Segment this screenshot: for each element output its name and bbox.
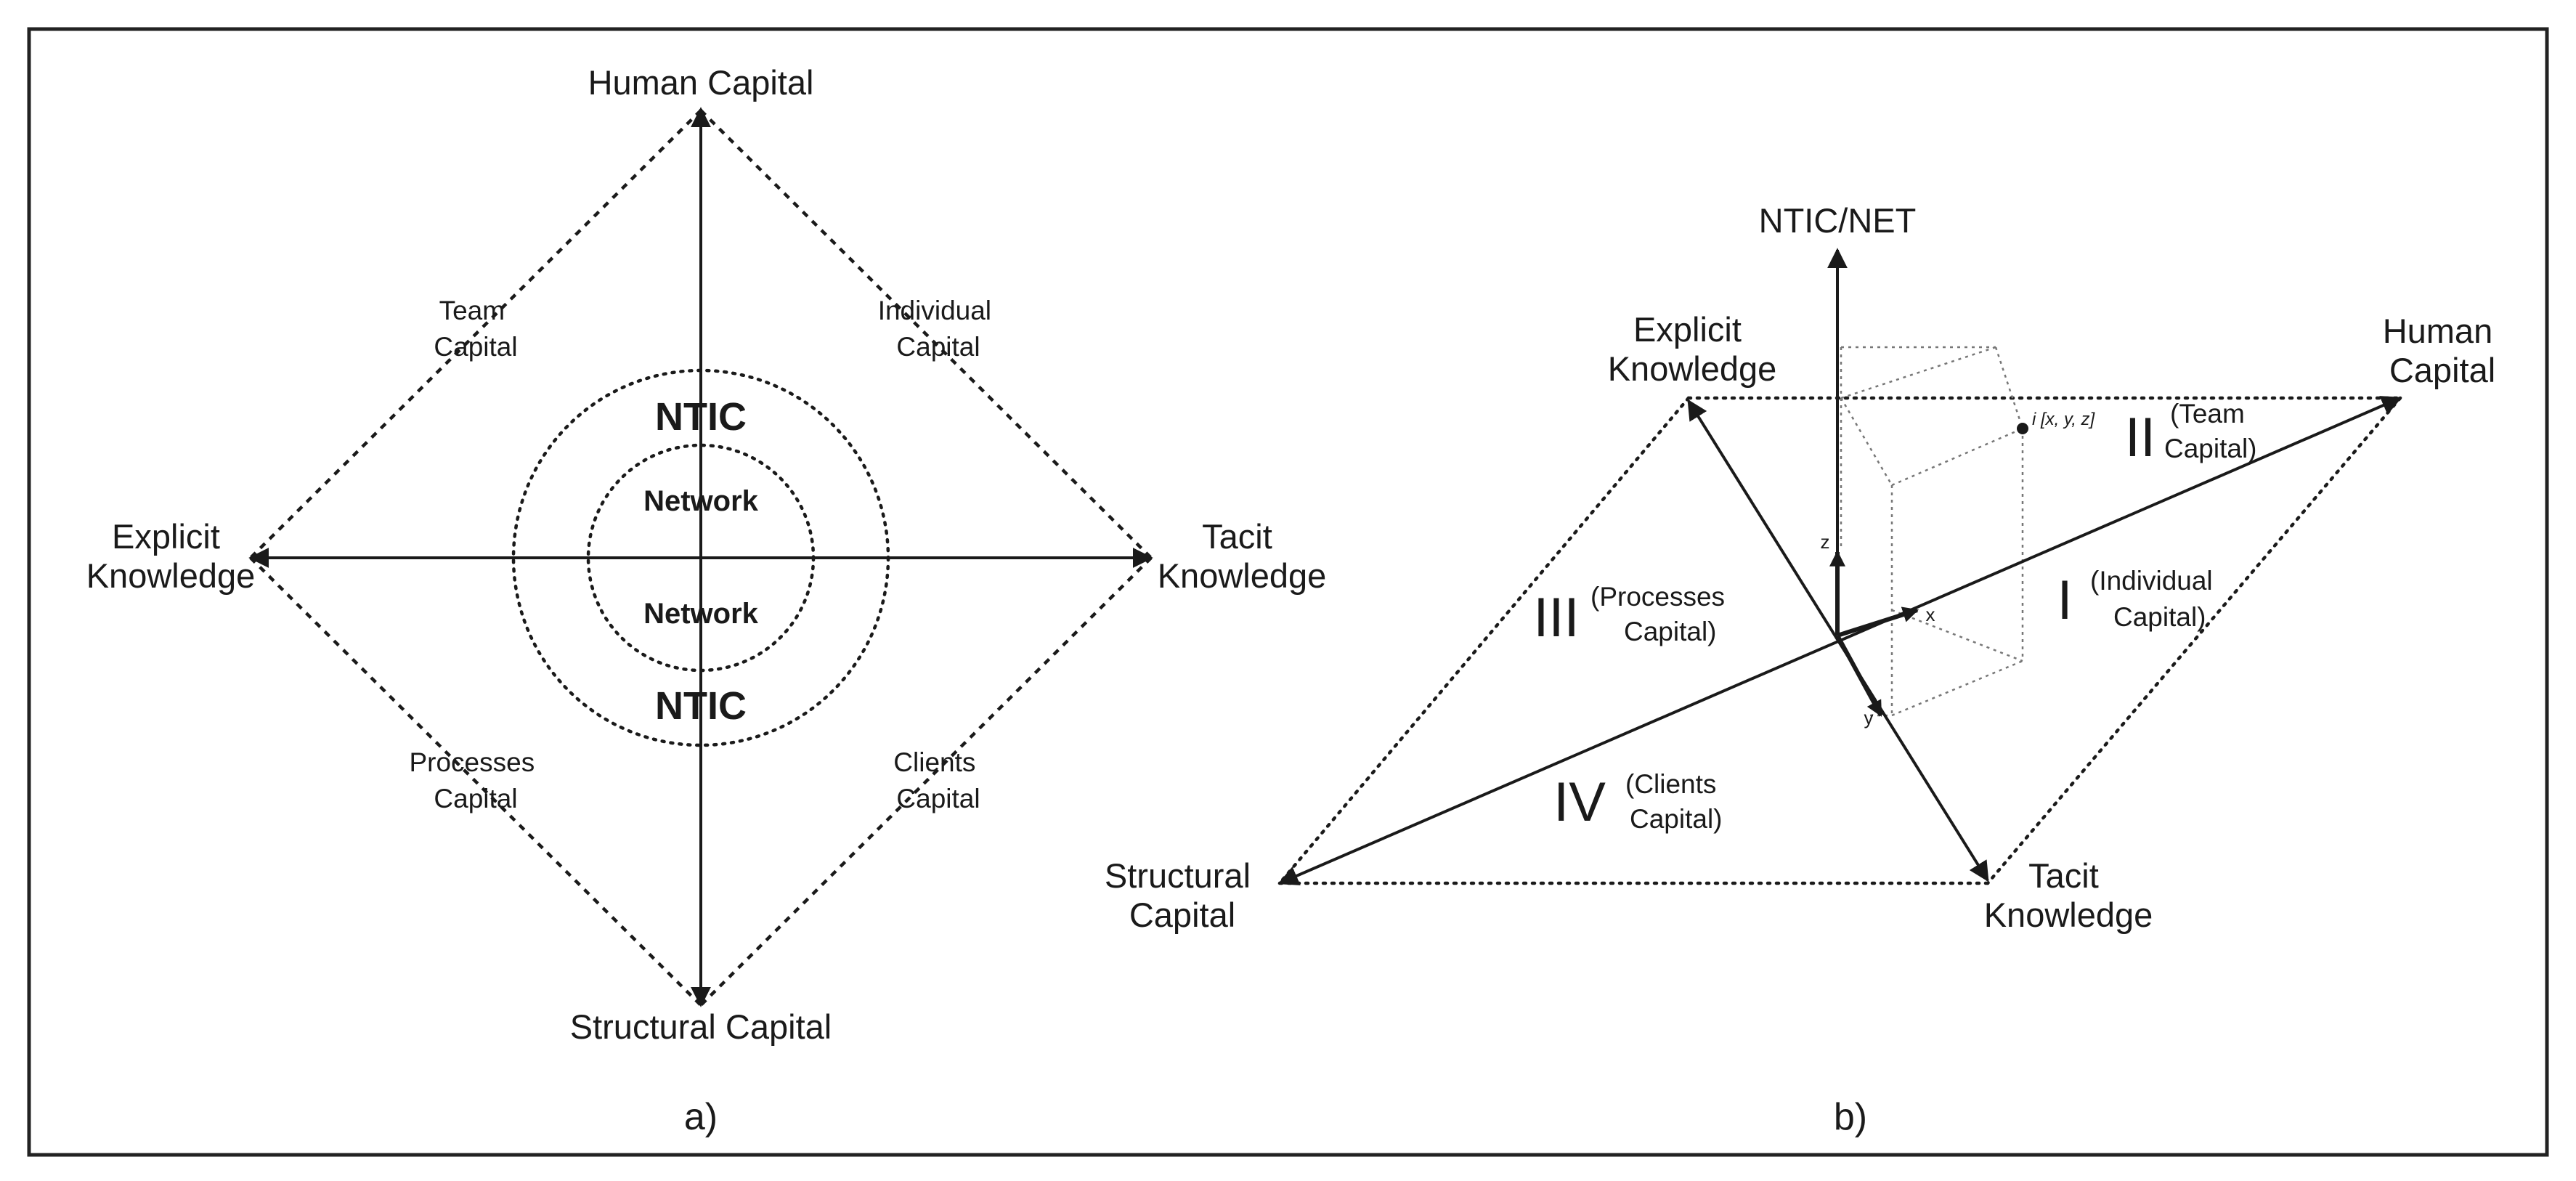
processes-line-1: Processes [409, 747, 535, 777]
quadrant-ii-line-1: (Team [2170, 399, 2245, 429]
label-point-i: i [x, y, z] [2032, 410, 2096, 429]
individual-line-1: Individual [878, 296, 991, 325]
quadrant-iii: III (Processes Capital) [1533, 582, 1725, 649]
clients-line-2: Capital [896, 784, 980, 813]
label-tacit-knowledge: Tacit Knowledge [1158, 517, 1327, 595]
label-ntic-bottom: NTIC [655, 684, 747, 728]
structural-b-line-1: Structural [1105, 856, 1251, 895]
quadrant-iv-line-2: Capital) [1630, 804, 1723, 834]
panel-b: z x y i [x, y, z] NTIC/NET Explicit Know… [1105, 201, 2503, 1138]
quadrant-iv: IV (Clients Capital) [1553, 769, 1722, 834]
explicit-b-line-2: Knowledge [1608, 349, 1777, 388]
label-individual-capital: Individual Capital [878, 296, 999, 362]
label-processes-capital: Processes Capital [409, 747, 542, 813]
explicit-line-1: Explicit [112, 517, 220, 556]
quadrant-i-numeral: I [2057, 569, 2072, 631]
label-clients-capital: Clients Capital [893, 747, 983, 813]
edge-right-b [1986, 396, 2402, 885]
label-explicit-knowledge-b: Explicit Knowledge [1608, 310, 1777, 388]
axis-y-arrow [1835, 634, 1883, 717]
label-axis-x: x [1926, 604, 1935, 625]
quadrant-ii: II (Team Capital) [2125, 399, 2257, 468]
quadrant-iv-numeral: IV [1553, 771, 1606, 833]
quadrant-iii-line-2: Capital) [1624, 617, 1717, 646]
tacit-b-line-2: Knowledge [1984, 896, 2153, 934]
team-line-2: Capital [434, 332, 517, 362]
edge-clients [699, 556, 1153, 1007]
individual-line-2: Capital [896, 332, 980, 362]
label-ntic-net: NTIC/NET [1759, 201, 1917, 240]
human-b-line-2: Capital [2389, 351, 2495, 389]
quadrant-i: I (Individual Capital) [2057, 566, 2212, 632]
label-network-top: Network [643, 485, 759, 517]
processes-line-2: Capital [434, 784, 517, 813]
point-i [2017, 423, 2028, 434]
explicit-line-2: Knowledge [86, 556, 256, 595]
clients-line-1: Clients [893, 747, 975, 777]
label-network-bottom: Network [643, 598, 759, 630]
coordinate-box [1840, 346, 2024, 717]
quadrant-ii-numeral: II [2125, 407, 2156, 468]
structural-b-line-2: Capital [1129, 896, 1235, 934]
label-axis-y: y [1864, 707, 1874, 729]
caption-b: b) [1834, 1096, 1867, 1138]
caption-a: a) [684, 1096, 718, 1138]
label-human-capital: Human Capital [588, 63, 814, 102]
panel-a: Human Capital Structural Capital Explici… [86, 63, 1327, 1138]
quadrant-iv-line-1: (Clients [1625, 769, 1716, 799]
figure-frame [27, 27, 2549, 1157]
team-line-1: Team [439, 296, 505, 325]
label-structural-capital: Structural Capital [570, 1007, 832, 1046]
label-human-capital-b: Human Capital [2383, 312, 2503, 389]
quadrant-i-line-1: (Individual [2090, 566, 2213, 596]
label-explicit-knowledge: Explicit Knowledge [86, 517, 256, 595]
label-tacit-knowledge-b: Tacit Knowledge [1984, 856, 2153, 934]
quadrant-i-line-2: Capital) [2113, 602, 2206, 632]
tacit-line-1: Tacit [1202, 517, 1272, 556]
edge-individual [699, 109, 1153, 559]
edge-processes [249, 556, 702, 1007]
explicit-b-line-1: Explicit [1633, 310, 1742, 349]
label-team-capital: Team Capital [434, 296, 517, 362]
quadrant-iii-numeral: III [1533, 587, 1579, 649]
label-axis-z: z [1821, 531, 1830, 553]
label-structural-capital-b: Structural Capital [1105, 856, 1260, 934]
human-b-line-1: Human [2383, 312, 2493, 350]
quadrant-iii-line-1: (Processes [1590, 582, 1725, 612]
label-ntic-top: NTIC [655, 395, 747, 439]
quadrant-ii-line-2: Capital) [2164, 434, 2257, 463]
axis-x-arrow [1837, 606, 1919, 638]
edge-team [249, 109, 702, 559]
tacit-line-2: Knowledge [1158, 556, 1327, 595]
tacit-b-line-1: Tacit [2028, 856, 2099, 895]
